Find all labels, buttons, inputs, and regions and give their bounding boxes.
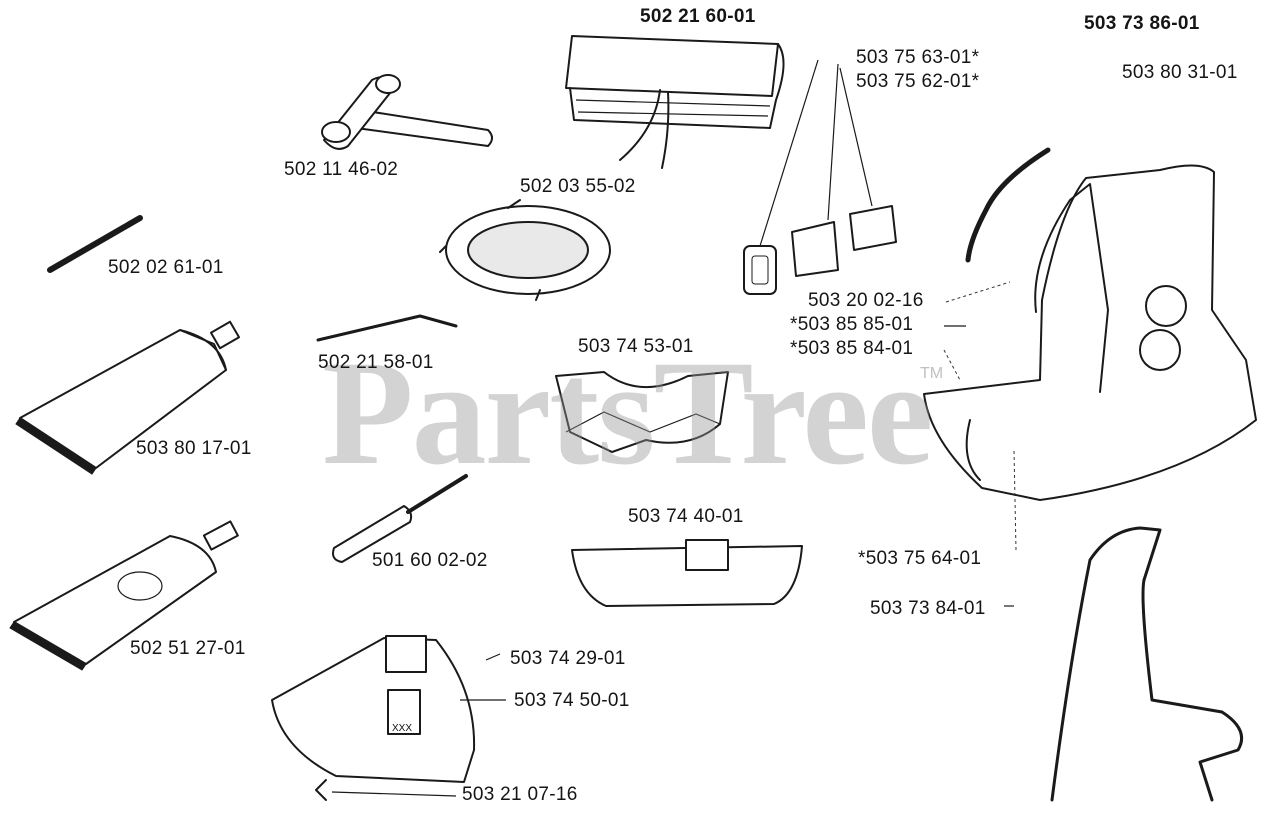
grease-tube-small-drawing [9, 520, 239, 671]
part-number-label: 503 80 17-01 [136, 438, 252, 459]
part-number-label: 502 11 46-02 [284, 159, 399, 180]
part-number-label: 503 74 50-01 [514, 690, 630, 711]
manual-bag-drawing [565, 35, 785, 169]
part-number-label: 503 74 29-01 [510, 648, 626, 669]
bent-wire-drawing [316, 314, 458, 342]
part-number-label: 503 20 02-16 [808, 290, 924, 311]
part-number-label: *503 85 85-01 [790, 314, 914, 335]
part-number-label: 502 21 58-01 [318, 352, 434, 373]
part-number-label: 501 60 02-02 [372, 550, 488, 571]
harness-back-pad-drawing [923, 147, 1257, 501]
part-number-label: 502 51 27-01 [130, 638, 246, 659]
part-number-label: *503 75 64-01 [858, 548, 982, 569]
watermark-text: PartsTree [322, 330, 933, 496]
part-number-label: 503 73 86-01 [1084, 13, 1200, 34]
guard-marking: XXX [392, 723, 412, 734]
rod-drawing [47, 215, 143, 273]
harness-ring-drawing [439, 199, 611, 301]
part-number-label: 502 21 60-01 [640, 6, 756, 27]
part-number-label: 503 75 62-01* [856, 71, 980, 92]
part-number-label: 503 73 84-01 [870, 598, 986, 619]
part-number-label: 503 74 40-01 [628, 506, 744, 527]
leader-lines [331, 281, 1017, 797]
part-number-label: 502 03 55-02 [520, 176, 636, 197]
part-number-label: 502 02 61-01 [108, 257, 224, 278]
part-number-label: 503 74 53-01 [578, 336, 694, 357]
part-number-label: 503 21 07-16 [462, 784, 578, 805]
shield-drawing [571, 539, 803, 607]
watermark-trademark: TM [920, 365, 944, 382]
part-number-label: *503 85 84-01 [790, 338, 914, 359]
screwdriver-drawing [332, 474, 468, 563]
buckle-parts-drawing [743, 59, 897, 295]
part-number-label: 503 80 31-01 [1122, 62, 1238, 83]
guard-bracket-drawing [555, 371, 729, 453]
grease-tube-large-drawing [15, 320, 241, 475]
frame-rod-drawing [1050, 526, 1243, 802]
part-number-label: 503 75 63-01* [856, 47, 980, 68]
combination-wrench-drawing [321, 74, 493, 150]
trimmer-guard-drawing [271, 635, 476, 801]
